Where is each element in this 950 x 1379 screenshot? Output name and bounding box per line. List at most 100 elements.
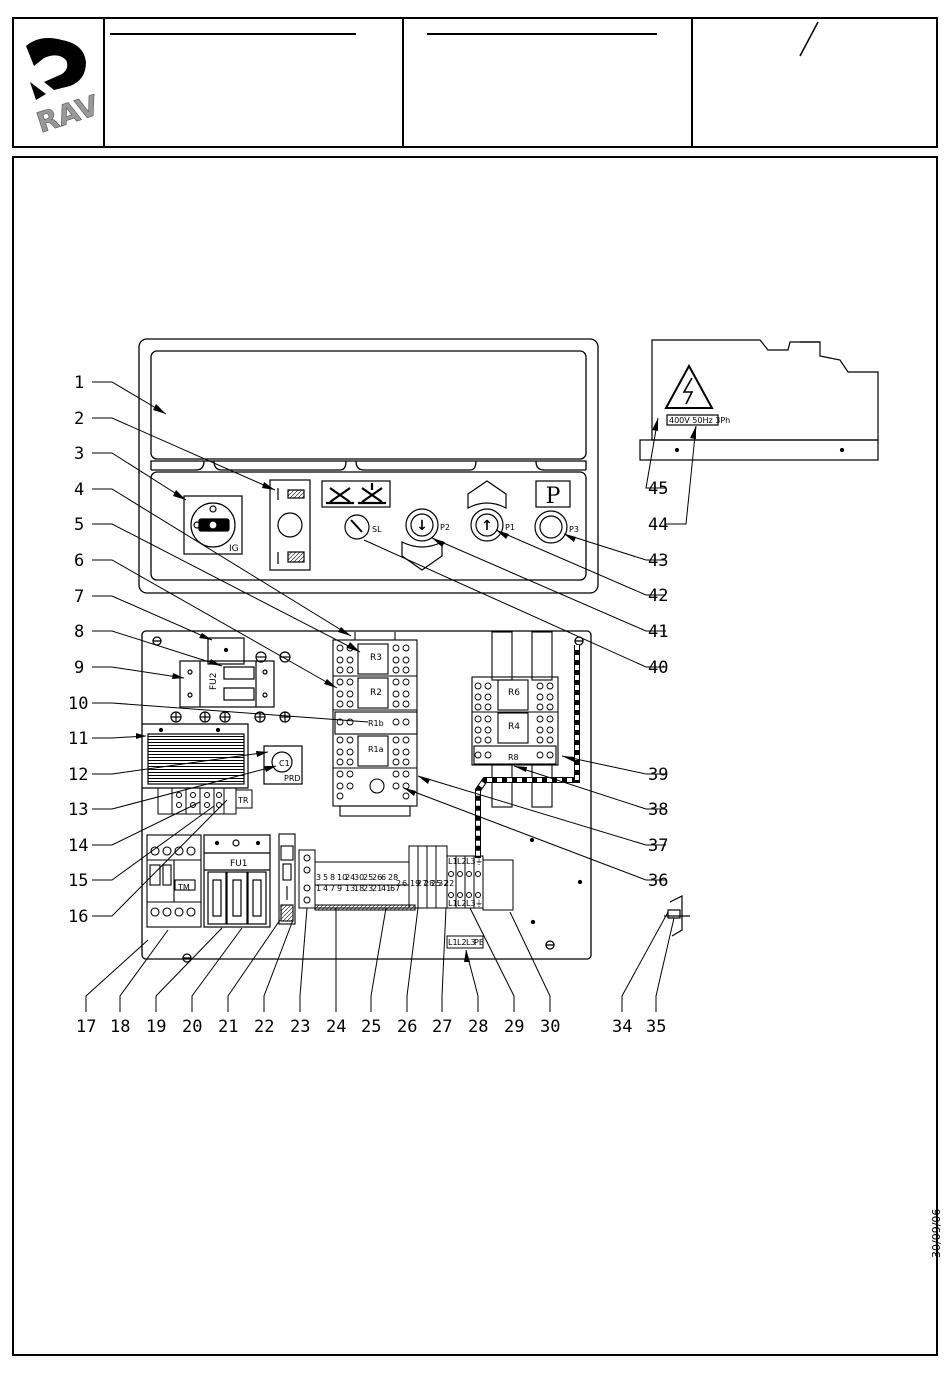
svg-text:5: 5 — [323, 873, 328, 882]
callout-25: 25 — [361, 1017, 381, 1037]
callout-40: 40 — [648, 658, 668, 678]
svg-text:19: 19 — [410, 879, 420, 888]
din-module — [278, 833, 296, 925]
callout-43: 43 — [648, 551, 668, 571]
drawing-frame — [12, 156, 938, 1356]
callout-14: 14 — [68, 836, 88, 856]
leader-lines — [85, 381, 697, 1012]
capacitor-c1 — [263, 745, 303, 785]
button-p3 — [534, 480, 571, 544]
switch-label: IG — [229, 544, 239, 554]
title-slash — [799, 21, 819, 57]
rav-logo: RAV — [26, 38, 103, 140]
callout-20: 20 — [182, 1017, 202, 1037]
svg-text:L3: L3 — [466, 857, 476, 866]
relay-r6-label: R6 — [508, 688, 520, 698]
svg-text:18: 18 — [354, 884, 364, 893]
terminal-numbers-top: 3 5 8 10 24 30 25 26 6 28 — [316, 873, 398, 882]
callout-11: 11 — [68, 729, 88, 749]
callout-12: 12 — [68, 765, 88, 785]
relay-r1a-label: R1a — [368, 745, 384, 754]
tr-label: TR — [237, 796, 249, 805]
callout-22: 22 — [254, 1017, 274, 1037]
arrow-up-icon: ↑ — [481, 518, 493, 534]
terminal-numbers-right: 2 6 19 27 28 25 32 22 — [396, 879, 454, 888]
svg-text:⏚: ⏚ — [475, 899, 483, 908]
earth-cable — [475, 645, 580, 858]
callout-35: 35 — [646, 1017, 666, 1037]
prd-label: PRD — [284, 774, 301, 783]
callout-6: 6 — [74, 551, 84, 571]
p2-label: P2 — [440, 523, 450, 532]
svg-text:L2: L2 — [457, 899, 467, 908]
svg-text:L1: L1 — [448, 857, 458, 866]
callouts-bottom: 17 18 19 20 21 22 23 24 25 26 27 28 29 3… — [76, 1017, 666, 1037]
callout-42: 42 — [648, 586, 668, 606]
callout-30: 30 — [540, 1017, 560, 1037]
callout-41: 41 — [648, 622, 668, 642]
relay-column-left — [332, 632, 418, 817]
selector-switch — [321, 480, 391, 540]
callout-29: 29 — [504, 1017, 524, 1037]
tm-label: TM — [177, 883, 190, 892]
p1-label: P1 — [505, 523, 515, 532]
svg-text:67: 67 — [390, 884, 400, 893]
svg-text:10: 10 — [337, 873, 347, 882]
title-divider-3 — [691, 17, 693, 148]
relay-r1b-label: R1b — [368, 719, 384, 728]
callout-2: 2 — [74, 409, 84, 429]
svg-text:7: 7 — [330, 884, 335, 893]
svg-text:25: 25 — [363, 873, 373, 882]
svg-text:L2: L2 — [457, 857, 467, 866]
svg-text:23: 23 — [363, 884, 373, 893]
callout-18: 18 — [110, 1017, 130, 1037]
fu1-label: FU1 — [230, 859, 248, 869]
callout-7: 7 — [74, 587, 84, 607]
arrow-down-icon: ↓ — [416, 518, 428, 534]
terminal-group-tr — [157, 787, 253, 815]
svg-text:13: 13 — [345, 884, 355, 893]
callouts-left: 1 2 3 4 5 6 7 8 9 10 11 12 13 14 15 16 — [68, 373, 88, 927]
svg-text:32: 32 — [438, 879, 448, 888]
button-p1 — [467, 480, 507, 542]
callout-45: 45 — [648, 479, 668, 499]
callout-9: 9 — [74, 658, 84, 678]
callout-15: 15 — [68, 871, 88, 891]
title-rule-1 — [110, 33, 356, 35]
button-p2 — [401, 508, 443, 571]
warning-cover — [639, 339, 879, 461]
callout-34: 34 — [612, 1017, 632, 1037]
callout-3: 3 — [74, 444, 84, 464]
svg-text:9: 9 — [337, 884, 342, 893]
callout-13: 13 — [68, 800, 88, 820]
title-block — [12, 17, 938, 148]
parking-p-symbol: P — [546, 484, 561, 509]
mounting-plate — [141, 630, 592, 963]
relay-screws-right — [474, 682, 554, 759]
relay-r2-label: R2 — [370, 688, 382, 698]
svg-text:L1: L1 — [448, 899, 458, 908]
power-terminal-labels: L1 L2 L3 ⏚ L1 L2 L3 ⏚ L1 L2 L3 PE — [448, 857, 484, 947]
callout-39: 39 — [648, 765, 668, 785]
relay-r4-label: R4 — [508, 722, 520, 732]
voltage-rating: 400V 50Hz 3Ph — [669, 416, 730, 425]
control-panel-front — [138, 338, 599, 594]
svg-text:3: 3 — [316, 873, 321, 882]
callout-21: 21 — [218, 1017, 238, 1037]
terminal-numbers-bottom: 1 4 7 9 13 18 23 21 41 67 — [316, 884, 400, 893]
svg-text:PE: PE — [474, 938, 484, 947]
relay-r3-label: R3 — [370, 653, 382, 663]
c1-label: C1 — [279, 759, 290, 768]
title-divider-1 — [103, 17, 105, 148]
callout-28: 28 — [468, 1017, 488, 1037]
selector-label: SL — [372, 525, 382, 534]
svg-text:8: 8 — [330, 873, 335, 882]
callout-37: 37 — [648, 836, 668, 856]
heatsink — [142, 723, 249, 789]
callout-38: 38 — [648, 800, 668, 820]
callouts-right: 45 44 43 42 41 40 39 38 37 36 — [648, 479, 668, 891]
callout-1: 1 — [74, 373, 84, 393]
svg-text:27: 27 — [417, 879, 427, 888]
svg-text:4: 4 — [323, 884, 328, 893]
